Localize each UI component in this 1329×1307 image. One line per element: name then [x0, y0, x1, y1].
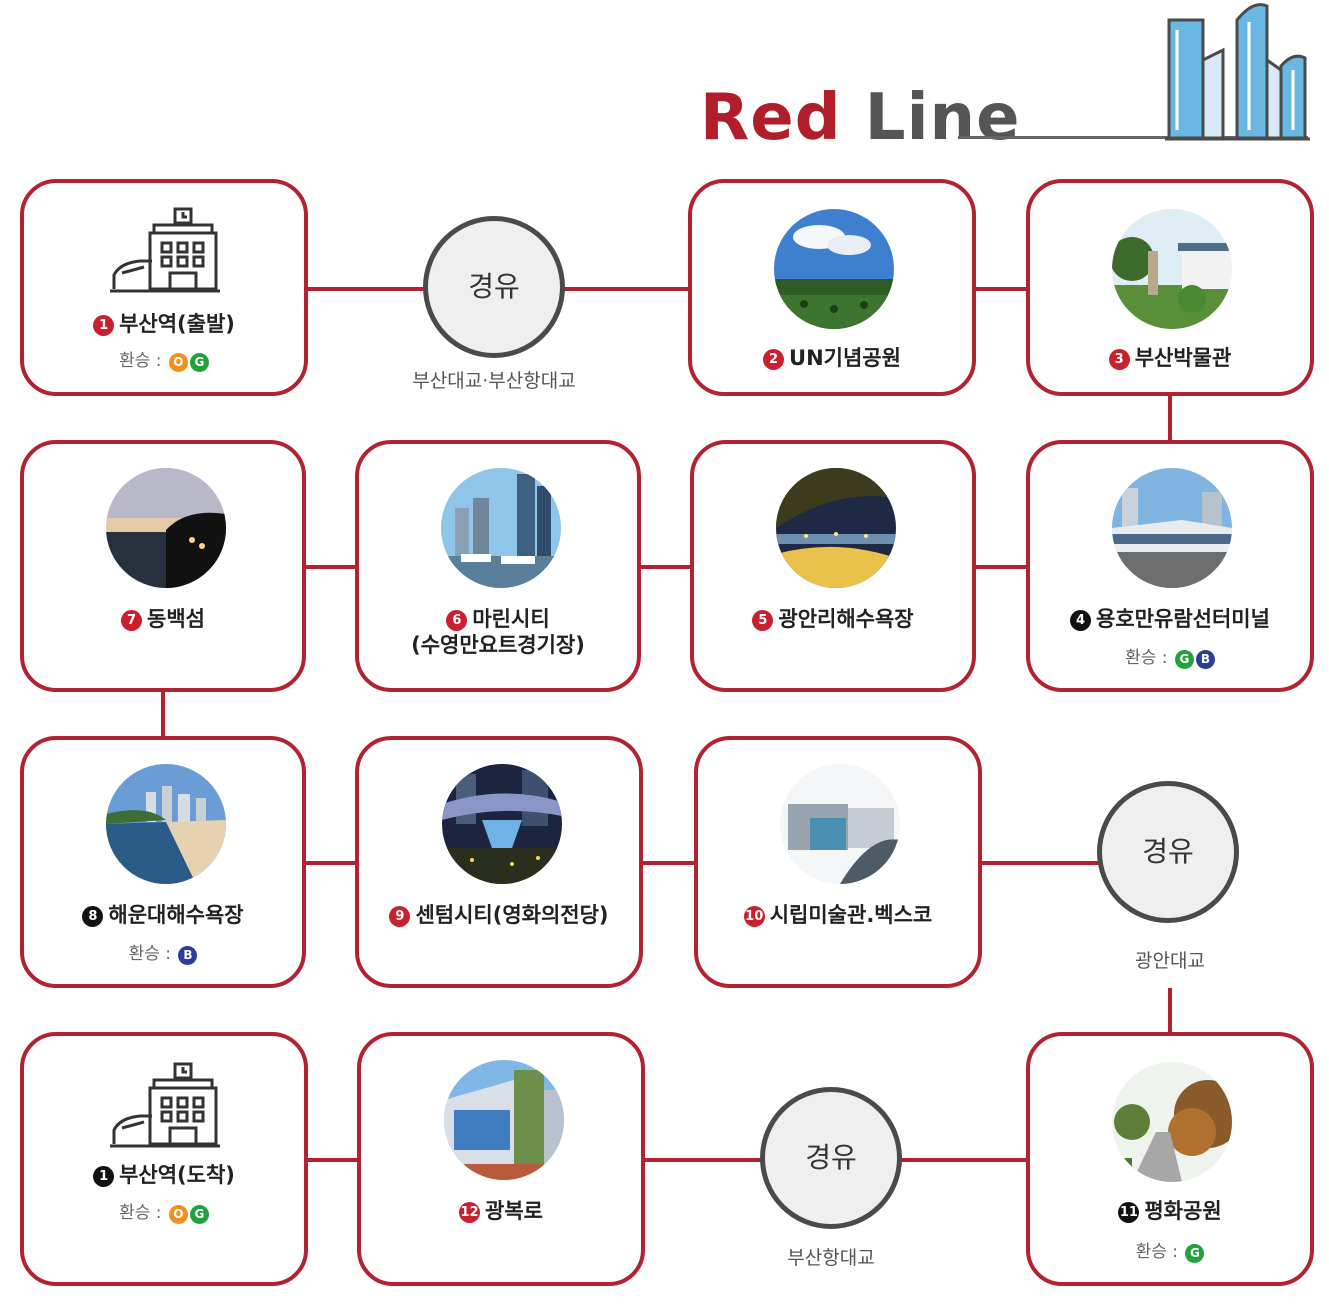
- station-name: 광안리해수욕장: [778, 607, 913, 631]
- transfer-badge-g: G: [190, 1205, 209, 1224]
- transfer-badge-o: O: [169, 1205, 188, 1224]
- station-name: 마린시티: [472, 607, 549, 631]
- transfer-label: 환승 :: [1125, 648, 1167, 668]
- transfer-badge-b: B: [1196, 650, 1215, 669]
- train-station-icon: [110, 1060, 222, 1150]
- station-photo: [780, 764, 900, 884]
- station-number: 6: [446, 610, 467, 631]
- connector-line: [974, 287, 1028, 291]
- transfer-badge-o: O: [169, 353, 188, 372]
- station-photo: [106, 764, 226, 884]
- transfer-badge-g: G: [190, 353, 209, 372]
- station-number: 11: [1118, 1202, 1139, 1223]
- transfer-badge-g: G: [1175, 650, 1194, 669]
- station-name: 해운대해수욕장: [108, 903, 243, 927]
- station-number: 1: [93, 315, 114, 336]
- transfer-badge-b: B: [178, 946, 197, 965]
- station-name: UN기념공원: [789, 346, 901, 370]
- station-number: 8: [82, 906, 103, 927]
- transfer-label: 환승 :: [129, 944, 171, 964]
- city-skyline-icon: [1165, 0, 1310, 142]
- station-number: 7: [121, 610, 142, 631]
- transfer-label: 환승 :: [119, 351, 161, 371]
- station-name: 시립미술관.벡스코: [770, 903, 933, 927]
- station-photo: [774, 209, 894, 329]
- transfer-info: 환승 : G: [1030, 1241, 1310, 1263]
- route-title-red: Red: [700, 81, 842, 155]
- station-photo: [441, 468, 561, 588]
- transfer-label: 환승 :: [1136, 1242, 1178, 1262]
- train-station-icon: [110, 205, 222, 295]
- connector-line: [161, 690, 165, 738]
- station-number: 12: [459, 1202, 480, 1223]
- station-photo: [776, 468, 896, 588]
- station-number: 3: [1109, 349, 1130, 370]
- station-number: 10: [744, 906, 765, 927]
- station-number: 5: [752, 610, 773, 631]
- station-photo: [1112, 1062, 1232, 1182]
- transfer-badge-g: G: [1185, 1244, 1204, 1263]
- station-name: 광복로: [485, 1199, 543, 1223]
- via-caption: 광안대교: [1070, 946, 1270, 973]
- station-number: 4: [1070, 610, 1091, 631]
- via-circle: 경유: [760, 1087, 902, 1229]
- station-name: 동백섬: [147, 607, 205, 631]
- connector-line: [1168, 394, 1172, 442]
- transfer-label: 환승 :: [119, 1203, 161, 1223]
- station-name: 부산역(출발): [119, 312, 235, 336]
- station-name: 센텀시티(영화의전당): [415, 903, 608, 927]
- station-name: 용호만유람선터미널: [1096, 607, 1270, 631]
- station-name: 부산박물관: [1135, 346, 1232, 370]
- transfer-info: 환승 : B: [24, 943, 302, 965]
- route-title: Red Line: [700, 78, 1020, 158]
- route-title-line: Line: [865, 81, 1021, 155]
- via-caption: 부산대교·부산항대교: [384, 366, 604, 393]
- station-name: 평화공원: [1144, 1199, 1221, 1223]
- station-number: 9: [389, 906, 410, 927]
- station-photo: [1112, 209, 1232, 329]
- station-photo: [1112, 468, 1232, 588]
- connector-line: [1168, 988, 1172, 1032]
- via-circle: 경유: [1097, 781, 1239, 923]
- station-number: 1: [93, 1166, 114, 1187]
- via-caption: 부산항대교: [731, 1243, 931, 1270]
- station-photo: [442, 764, 562, 884]
- station-photo: [444, 1060, 564, 1180]
- station-name: 부산역(도착): [119, 1163, 235, 1187]
- station-photo: [106, 468, 226, 588]
- station-number: 2: [763, 349, 784, 370]
- station-label-sub: (수영만요트경기장): [359, 632, 637, 659]
- via-circle: 경유: [423, 216, 565, 358]
